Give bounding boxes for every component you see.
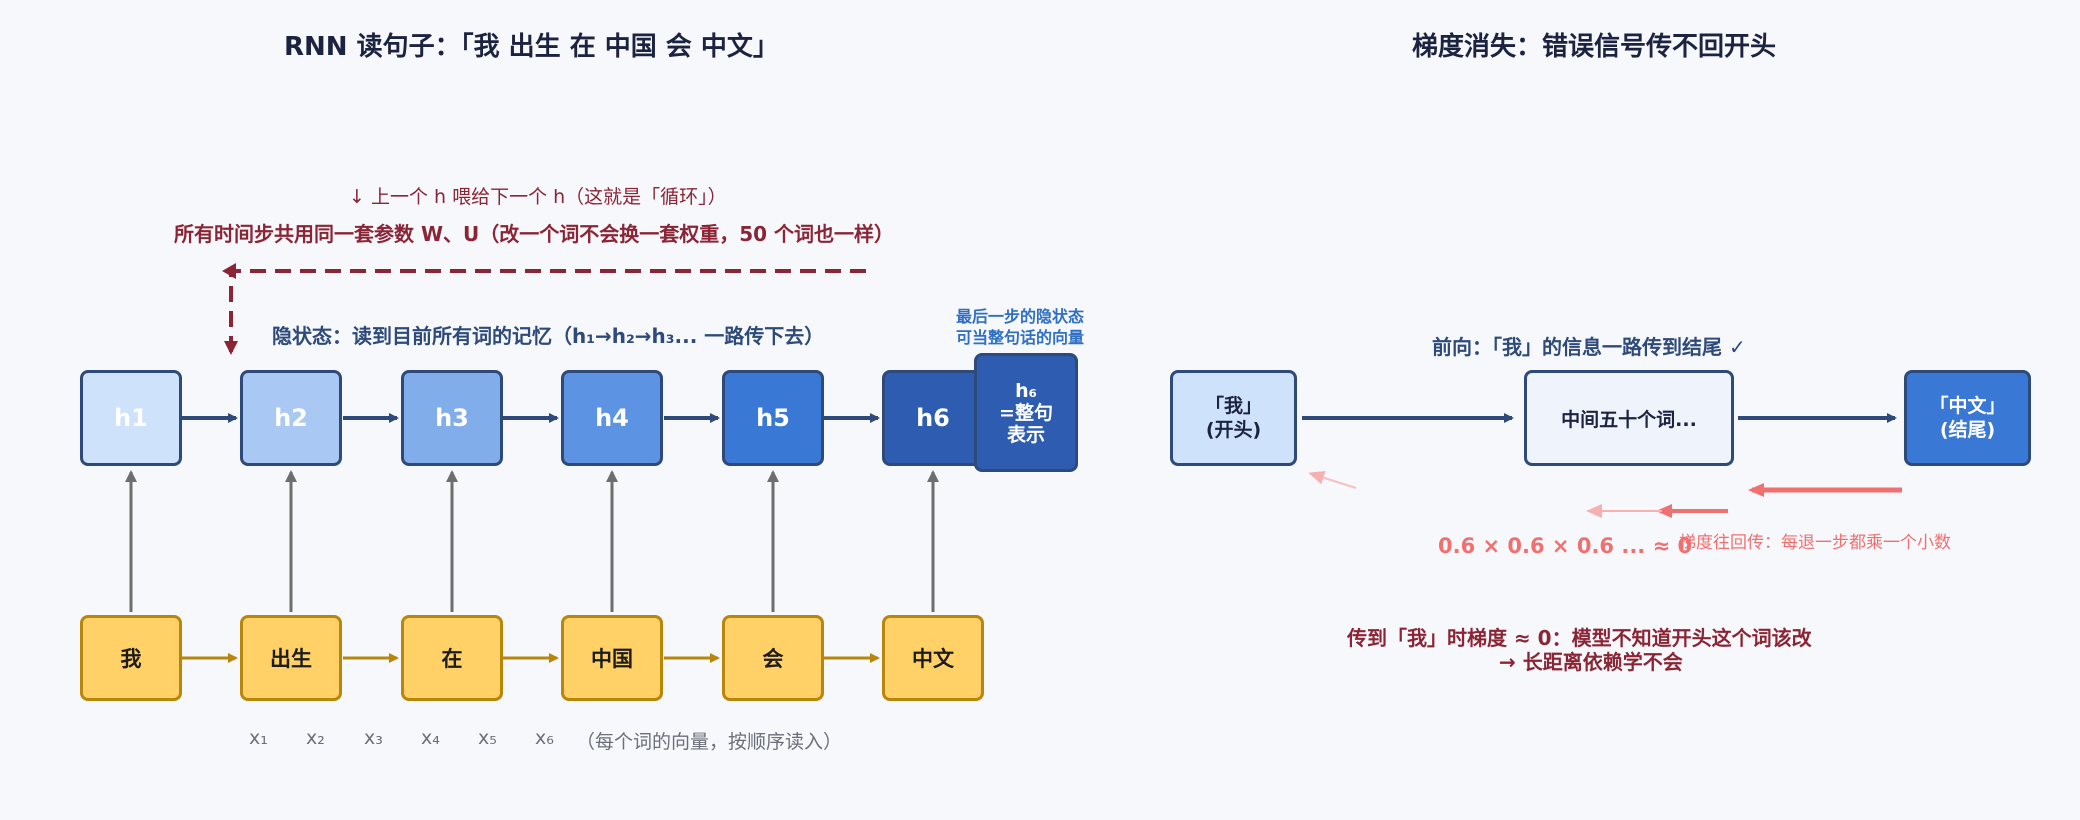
hidden-state-h2: h2: [240, 370, 342, 466]
input-label-x2: x₂: [306, 727, 325, 749]
hidden-state-label: h4: [595, 404, 629, 432]
middle-words-box: 中间五十个词...: [1524, 370, 1734, 466]
right-panel-title: 梯度消失：错误信号传不回开头: [1412, 32, 1777, 62]
forward-note: 前向：「我」的信息一路传到结尾 ✓: [1432, 335, 1746, 359]
word-box-1: 我: [80, 615, 182, 701]
left-panel-title: RNN 读句子：「我 出生 在 中国 会 中文」: [284, 32, 779, 62]
word-box-5: 会: [722, 615, 824, 701]
sentence-vector-line2: =整句: [999, 401, 1053, 424]
word-label: 会: [762, 647, 784, 671]
hidden-state-h3: h3: [401, 370, 503, 466]
middle-words-label: 中间五十个词...: [1561, 408, 1697, 431]
gradient-vanished-arrow: [1308, 470, 1357, 489]
shared-params-note: 所有时间步共用同一套参数 W、U（改一个词不会换一套权重，50 个词也一样）: [174, 222, 895, 246]
word-box-6: 中文: [882, 615, 984, 701]
word-label: 我: [120, 647, 142, 671]
gradient-product-formula: 0.6 × 0.6 × 0.6 ... ≈ 0: [1438, 534, 1693, 558]
input-label-x6: x₆: [535, 727, 554, 749]
input-note: （每个词的向量，按顺序读入）: [576, 731, 843, 753]
input-label-x5: x₅: [478, 727, 497, 749]
hidden-state-h4: h4: [561, 370, 663, 466]
backprop-note: 梯度往回传：每退一步都乘一个小数: [1679, 533, 1951, 553]
start-word-line1: 「我」: [1204, 395, 1262, 417]
word-box-2: 出生: [240, 615, 342, 701]
hidden-state-label: h3: [435, 404, 469, 432]
sentence-vector-box: h₆ =整句 表示: [974, 353, 1078, 472]
word-label: 在: [441, 647, 463, 671]
input-label-x3: x₃: [364, 727, 383, 749]
word-label: 中国: [591, 647, 633, 671]
final-state-note-line1: 最后一步的隐状态: [956, 307, 1085, 326]
final-state-note-line2: 可当整句话的向量: [956, 328, 1085, 347]
hidden-state-h5: h5: [722, 370, 824, 466]
word-box-3: 在: [401, 615, 503, 701]
end-word-line1: 「中文」: [1929, 395, 2006, 417]
conclusion-line1: 传到「我」时梯度 ≈ 0：模型不知道开头这个词该改: [1347, 626, 1812, 650]
hidden-state-h6: h6: [882, 370, 984, 466]
word-box-4: 中国: [561, 615, 663, 701]
hidden-state-label: h1: [114, 404, 148, 432]
sentence-vector-line1: h₆: [1015, 379, 1037, 402]
sentence-vector-line3: 表示: [1006, 423, 1045, 446]
start-word-line2: (开头): [1205, 419, 1262, 441]
conclusion-line2: → 长距离依赖学不会: [1499, 650, 1683, 674]
hidden-state-label: h2: [274, 404, 308, 432]
hidden-state-note: 隐状态：读到目前所有词的记忆（h₁→h₂→h₃... 一路传下去）: [272, 324, 825, 348]
word-label: 出生: [270, 647, 312, 671]
word-label: 中文: [912, 647, 954, 671]
hidden-state-h1: h1: [80, 370, 182, 466]
loop-note: ↓ 上一个 h 喂给下一个 h（这就是「循环」）: [349, 186, 727, 208]
input-label-x4: x₄: [421, 727, 440, 749]
recurrent-loop-head-top: [222, 263, 236, 279]
hidden-state-label: h5: [756, 404, 790, 432]
end-word-line2: (结尾): [1939, 419, 1996, 441]
start-word-box: 「我」 (开头): [1170, 370, 1297, 466]
hidden-state-label: h6: [916, 404, 950, 432]
end-word-box: 「中文」 (结尾): [1904, 370, 2031, 466]
input-label-x1: x₁: [249, 727, 268, 749]
